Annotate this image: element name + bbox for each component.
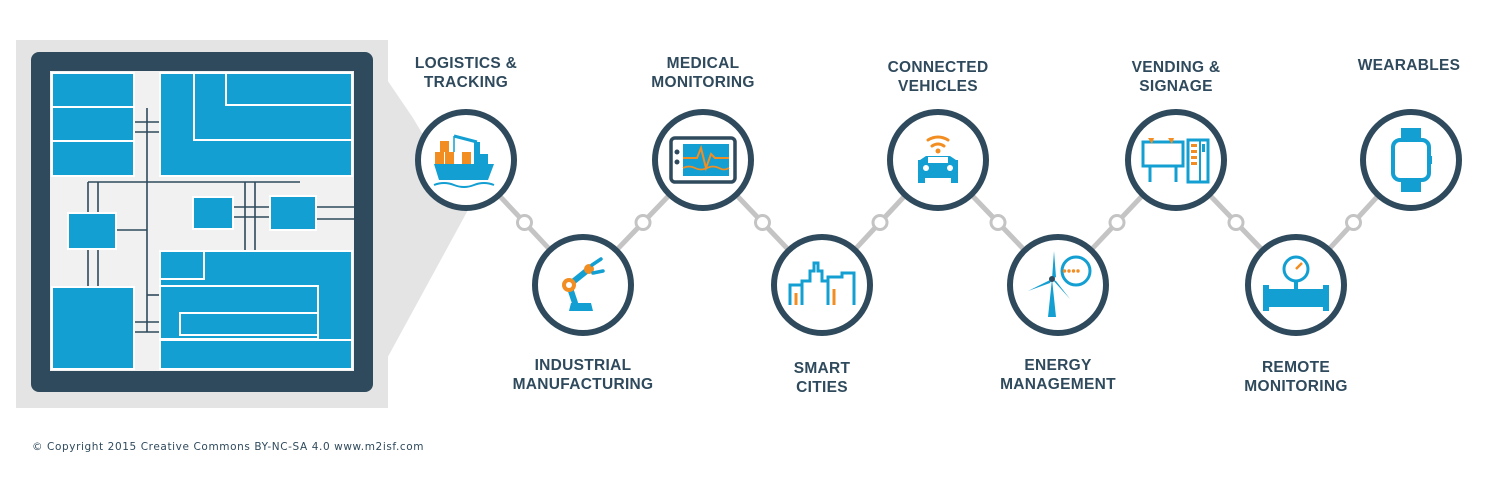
node-label-2: INDUSTRIAL MANUFACTURING <box>483 356 683 394</box>
node-label-line2: SIGNAGE <box>1139 78 1213 95</box>
node-label-1: LOGISTICS & TRACKING <box>366 54 566 92</box>
node-2 <box>532 234 634 336</box>
node-label-line1: CONNECTED <box>887 59 989 76</box>
node-label-line2: VEHICLES <box>898 78 978 95</box>
billboard-vending-icon <box>1141 138 1210 184</box>
node-9 <box>1360 109 1462 211</box>
city-skyline-icon <box>788 261 856 305</box>
heart-monitor-icon <box>669 136 737 184</box>
node-7 <box>1125 109 1227 211</box>
node-label-7: VENDING & SIGNAGE <box>1076 58 1276 96</box>
node-label-5: CONNECTED VEHICLES <box>838 58 1038 96</box>
robotic-arm-icon <box>562 257 605 311</box>
node-label-9: WEARABLES <box>1309 56 1500 75</box>
node-label-line1: VENDING & <box>1131 59 1221 76</box>
connector-6 <box>1089 193 1145 252</box>
node-label-line2: TRACKING <box>423 74 509 91</box>
node-label-line2: MANAGEMENT <box>1000 376 1116 393</box>
node-label-line1: LOGISTICS & <box>414 55 518 72</box>
node-8 <box>1245 234 1347 336</box>
pressure-gauge-icon <box>1263 255 1329 311</box>
node-4 <box>771 234 873 336</box>
node-label-4: SMART CITIES <box>722 359 922 397</box>
connector-4 <box>852 193 908 252</box>
node-label-line1: SMART <box>793 360 851 377</box>
node-5 <box>887 109 989 211</box>
node-1 <box>415 109 517 211</box>
node-6 <box>1007 234 1109 336</box>
node-label-line2: MONITORING <box>651 74 755 91</box>
node-3 <box>652 109 754 211</box>
node-label-line2: MANUFACTURING <box>512 376 654 393</box>
node-label-line1: REMOTE <box>1261 359 1331 376</box>
node-ring <box>771 234 873 336</box>
node-label-line2: MONITORING <box>1244 378 1348 395</box>
chip-blocks <box>51 72 353 370</box>
connector-3 <box>734 193 791 252</box>
node-layer <box>415 109 1462 336</box>
node-connectors <box>496 192 1381 253</box>
cargo-ship-icon <box>433 134 495 188</box>
node-label-8: REMOTE MONITORING <box>1196 358 1396 396</box>
node-label-line2: CITIES <box>796 379 848 396</box>
wind-turbine-meter-icon <box>1028 251 1092 317</box>
node-label-line1: INDUSTRIAL <box>534 357 632 374</box>
node-label-3: MEDICAL MONITORING <box>603 54 803 92</box>
node-ring <box>532 234 634 336</box>
node-label-line1: ENERGY <box>1024 357 1092 374</box>
copyright-notice: © Copyright 2015 Creative Commons BY-NC-… <box>32 441 425 453</box>
connector-7 <box>1207 192 1265 253</box>
connector-5 <box>969 192 1027 253</box>
connector-1 <box>496 193 553 252</box>
node-label-line1: MEDICAL <box>666 55 740 72</box>
node-ring <box>1125 109 1227 211</box>
smartwatch-icon <box>1391 128 1432 192</box>
connected-car-icon <box>918 135 958 183</box>
node-label-line1: WEARABLES <box>1357 57 1461 74</box>
connector-8 <box>1326 193 1381 252</box>
connector-2 <box>614 192 672 253</box>
node-label-6: ENERGY MANAGEMENT <box>958 356 1158 394</box>
